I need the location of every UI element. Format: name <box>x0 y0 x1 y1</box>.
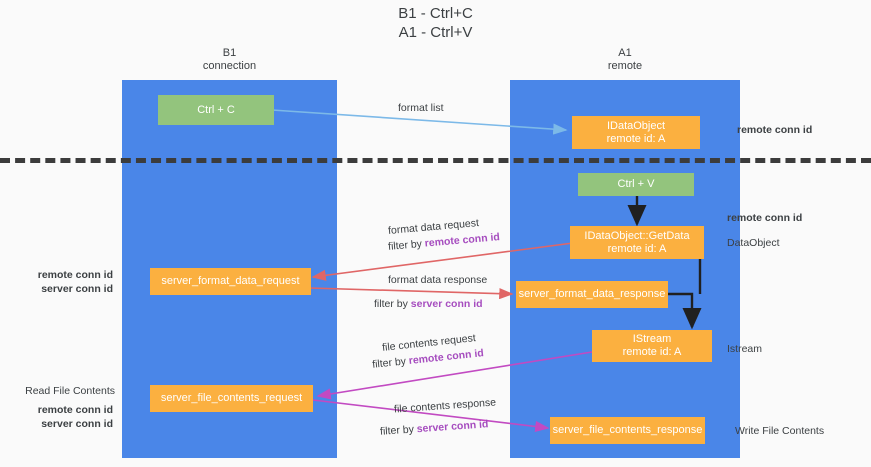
node-istream-line2: remote id: A <box>622 346 682 358</box>
lane-header-b1-subtitle: connection <box>202 60 257 72</box>
side-label-remote-conn-id-top: remote conn id <box>737 124 813 136</box>
diagram-title-line-1: B1 - Ctrl+C <box>398 5 473 22</box>
side-label-left-remote-conn-id-2: remote conn id <box>37 404 113 416</box>
node-server-file-contents-request[interactable]: server_file_contents_request <box>150 385 313 412</box>
node-server-file-contents-response[interactable]: server_file_contents_response <box>550 417 705 444</box>
lane-header-b1-title: B1 <box>222 47 237 59</box>
node-server-format-data-response-label: server_format_data_response <box>518 288 666 300</box>
lane-header-b1: B1 connection <box>122 47 337 73</box>
side-label-write-file-contents: Write File Contents <box>735 425 825 437</box>
diagram-title-line-2: A1 - Ctrl+V <box>398 24 473 41</box>
diagram-title: B1 - Ctrl+C A1 - Ctrl+V <box>0 4 871 42</box>
lane-header-a1: A1 remote <box>510 47 740 73</box>
edge-label-format-list: format list <box>398 102 444 114</box>
filter-prefix: filter by <box>387 237 426 253</box>
filter-key-server-conn-id: server conn id <box>410 298 483 310</box>
filter-prefix: filter by <box>379 423 418 438</box>
side-label-left-remote-conn-id: remote conn id <box>37 269 113 281</box>
filter-key-server-conn-id: server conn id <box>416 418 489 436</box>
node-getdata-line2: remote id: A <box>607 242 667 255</box>
side-label-left-server-conn-id: server conn id <box>41 283 113 295</box>
side-label-remote-conn-id-mid: remote conn id <box>727 212 803 224</box>
node-server-file-contents-response-label: server_file_contents_response <box>552 424 703 436</box>
side-label-left-server-conn-id-2: server conn id <box>41 418 113 430</box>
node-ctrl-c[interactable]: Ctrl + C <box>158 95 274 125</box>
node-idataobject-line1: IDataObject <box>606 119 666 132</box>
node-server-format-data-request-label: server_format_data_request <box>161 275 300 287</box>
node-ctrl-v[interactable]: Ctrl + V <box>578 173 694 196</box>
node-ctrl-v-line1: Ctrl + V <box>617 178 655 190</box>
lane-header-a1-title: A1 <box>618 47 632 59</box>
lane-header-a1-subtitle: remote <box>607 60 643 72</box>
side-label-istream: Istream <box>727 343 763 355</box>
filter-key-remote-conn-id: remote conn id <box>424 231 501 250</box>
edge-label-format-data-response: format data response <box>388 274 488 286</box>
filter-prefix: filter by <box>374 298 411 310</box>
node-idataobject-line2: remote id: A <box>606 132 666 145</box>
node-getdata-line1: IDataObject::GetData <box>584 229 690 242</box>
node-server-format-data-response[interactable]: server_format_data_response <box>516 281 668 308</box>
edge-label-file-contents-response-filter: filter by server conn id <box>380 418 489 439</box>
edge-label-format-data-response-filter: filter by server conn id <box>374 298 483 311</box>
phase-divider <box>0 158 871 163</box>
node-ctrl-c-line1: Ctrl + C <box>197 103 235 116</box>
side-label-read-file-contents: Read File Contents <box>25 385 115 397</box>
node-server-file-contents-request-label: server_file_contents_request <box>160 392 303 404</box>
edge-label-file-contents-response: file contents response <box>394 396 497 416</box>
node-getdata[interactable]: IDataObject::GetData remote id: A <box>570 226 704 259</box>
node-idataobject[interactable]: IDataObject remote id: A <box>572 116 700 149</box>
filter-prefix: filter by <box>371 355 410 371</box>
side-label-dataobject: DataObject <box>727 237 780 249</box>
node-istream-line1: IStream <box>632 333 672 345</box>
node-istream[interactable]: IStream remote id: A <box>592 330 712 362</box>
edge-label-file-contents-response-text: file contents response <box>393 396 497 416</box>
node-server-format-data-request[interactable]: server_format_data_request <box>150 268 311 295</box>
